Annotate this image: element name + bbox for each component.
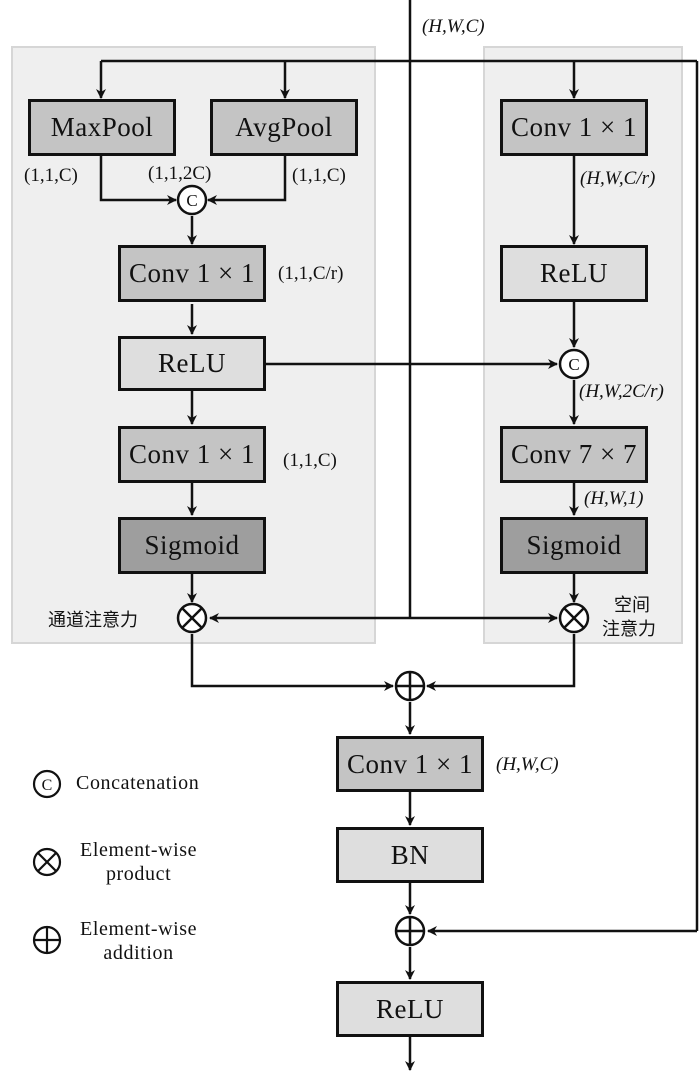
concat-out-dim: (1,1,2C) bbox=[148, 163, 212, 184]
spatial-concat-icon bbox=[558, 348, 590, 380]
avgpool-out-dim: (1,1,C) bbox=[292, 165, 346, 186]
channel-sigmoid-block: Sigmoid bbox=[118, 517, 266, 574]
channel-conv1-block: Conv 1 × 1 bbox=[118, 245, 266, 302]
spatial-conv7-block: Conv 7 × 7 bbox=[500, 426, 648, 483]
spatial-concat-out-dim: (H,W,2C/r) bbox=[579, 381, 664, 402]
legend-line: Element-wise bbox=[80, 839, 198, 861]
legend-line: product bbox=[105, 863, 172, 885]
spatial-attention-label-line2: 注意力 bbox=[602, 619, 656, 640]
channel-conv2-block: Conv 1 × 1 bbox=[118, 426, 266, 483]
channel-relu-block: ReLU bbox=[118, 336, 266, 391]
legend-line: Element-wise bbox=[80, 918, 198, 940]
output-relu-block: ReLU bbox=[336, 981, 484, 1037]
spatial-relu-block: ReLU bbox=[500, 245, 648, 302]
legend-concat-symbol-label: C bbox=[42, 777, 53, 794]
channel-concat-icon bbox=[176, 184, 208, 216]
maxpool-out-dim: (1,1,C) bbox=[24, 165, 78, 186]
legend-line: Concatenation bbox=[76, 772, 200, 794]
avgpool-block: AvgPool bbox=[210, 99, 358, 156]
channel-conv1-out-dim: (1,1,C/r) bbox=[278, 263, 344, 284]
maxpool-block: MaxPool bbox=[28, 99, 176, 156]
fusion-conv-out-dim: (H,W,C) bbox=[496, 754, 559, 775]
legend-addition-label: Element-wise addition bbox=[80, 917, 197, 965]
fusion-conv-block: Conv 1 × 1 bbox=[336, 736, 484, 792]
spatial-conv7-out-dim: (H,W,1) bbox=[584, 488, 644, 509]
concat-symbol-label: C bbox=[568, 355, 579, 374]
concat-icon bbox=[32, 769, 62, 799]
channel-attention-label: 通道注意力 bbox=[48, 610, 138, 631]
spatial-conv1-block: Conv 1 × 1 bbox=[500, 99, 648, 156]
spatial-conv1-out-dim: (H,W,C/r) bbox=[580, 168, 656, 189]
legend-product-label: Element-wise product bbox=[80, 838, 197, 886]
spatial-sigmoid-block: Sigmoid bbox=[500, 517, 648, 574]
legend-concatenation-label: Concatenation bbox=[76, 771, 199, 795]
input-dim-label: (H,W,C) bbox=[422, 16, 485, 37]
spatial-attention-label-line1: 空间 bbox=[614, 595, 650, 616]
legend-line: addition bbox=[103, 942, 174, 964]
channel-conv2-out-dim: (1,1,C) bbox=[283, 450, 337, 471]
bn-block: BN bbox=[336, 827, 484, 883]
concat-symbol-label: C bbox=[186, 191, 197, 210]
